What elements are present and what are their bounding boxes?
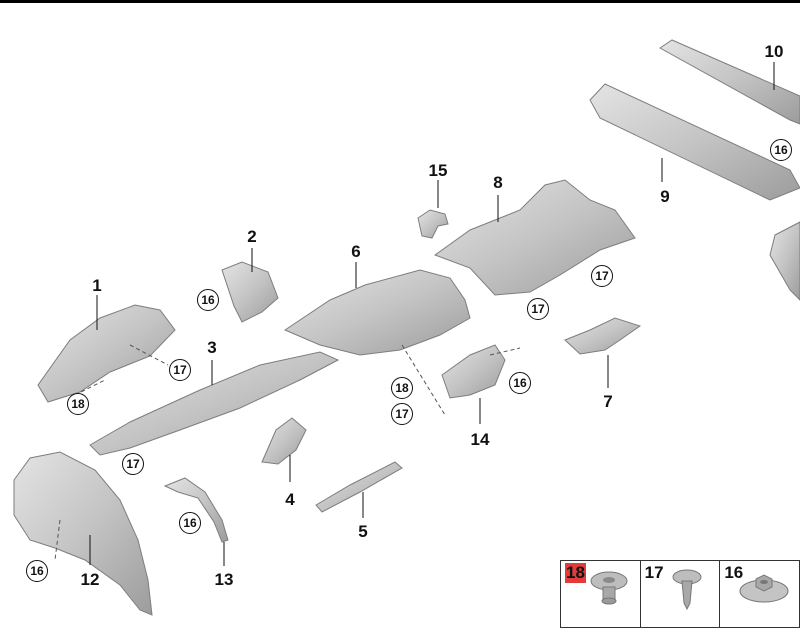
top-border [0, 0, 800, 3]
callout-16-e: 16 [26, 560, 48, 582]
part-label-8: 8 [493, 173, 503, 192]
part-8-shape [433, 179, 636, 296]
part-label-15: 15 [428, 161, 448, 180]
callout-16-c: 16 [509, 372, 531, 394]
part-label-4: 4 [285, 490, 295, 509]
part-10-shape [659, 39, 800, 125]
part-label-5: 5 [358, 522, 368, 541]
legend-label-18: 18 [565, 563, 586, 583]
part-15-shape [417, 209, 449, 239]
legend-label-17: 17 [644, 563, 664, 582]
callout-17-b: 17 [527, 298, 549, 320]
part-label-9: 9 [660, 187, 670, 206]
legend-item-16: 16 [720, 561, 799, 627]
part-12-shape [13, 451, 153, 616]
callout-17-e: 17 [122, 453, 144, 475]
part-13-shape [163, 477, 229, 543]
leader-dashed-1 [74, 379, 106, 396]
leader-dashed-2 [129, 344, 169, 366]
part-3-shape [89, 351, 340, 456]
callout-17-a: 17 [169, 359, 191, 381]
callout-17-c: 17 [591, 265, 613, 287]
part-6-shape [283, 269, 471, 356]
part-9-shape [589, 83, 800, 201]
callout-16-a: 16 [197, 289, 219, 311]
callout-16-d: 16 [179, 512, 201, 534]
legend-label-16: 16 [724, 563, 744, 582]
part-5-shape [315, 461, 403, 513]
part-edge-shape [769, 221, 800, 301]
fastener-legend: 18 17 16 [560, 560, 800, 628]
callout-17-d: 17 [391, 403, 413, 425]
legend-item-17: 17 [641, 561, 721, 627]
legend-item-18: 18 [561, 561, 641, 627]
part-14-shape [441, 344, 506, 399]
part-label-10: 10 [764, 42, 784, 61]
part-label-6: 6 [351, 242, 361, 261]
part-label-14: 14 [470, 430, 490, 449]
part-label-7: 7 [603, 392, 613, 411]
callout-18-a: 18 [67, 393, 89, 415]
part-label-1: 1 [92, 276, 102, 295]
callout-16-b: 16 [770, 139, 792, 161]
part-4-shape [261, 417, 307, 465]
part-7-shape [564, 317, 642, 355]
expanding-rivet-icon [672, 569, 702, 611]
part-2-shape [221, 261, 279, 323]
callout-18-b: 18 [391, 377, 413, 399]
part-label-3: 3 [207, 338, 217, 357]
part-label-12: 12 [80, 570, 100, 589]
leader-dashed-4 [489, 347, 521, 356]
part-label-2: 2 [247, 227, 257, 246]
hex-nut-icon [739, 574, 789, 603]
push-nut-clip-icon [590, 571, 628, 605]
part-label-13: 13 [214, 570, 234, 589]
part-1-shape [37, 304, 176, 403]
